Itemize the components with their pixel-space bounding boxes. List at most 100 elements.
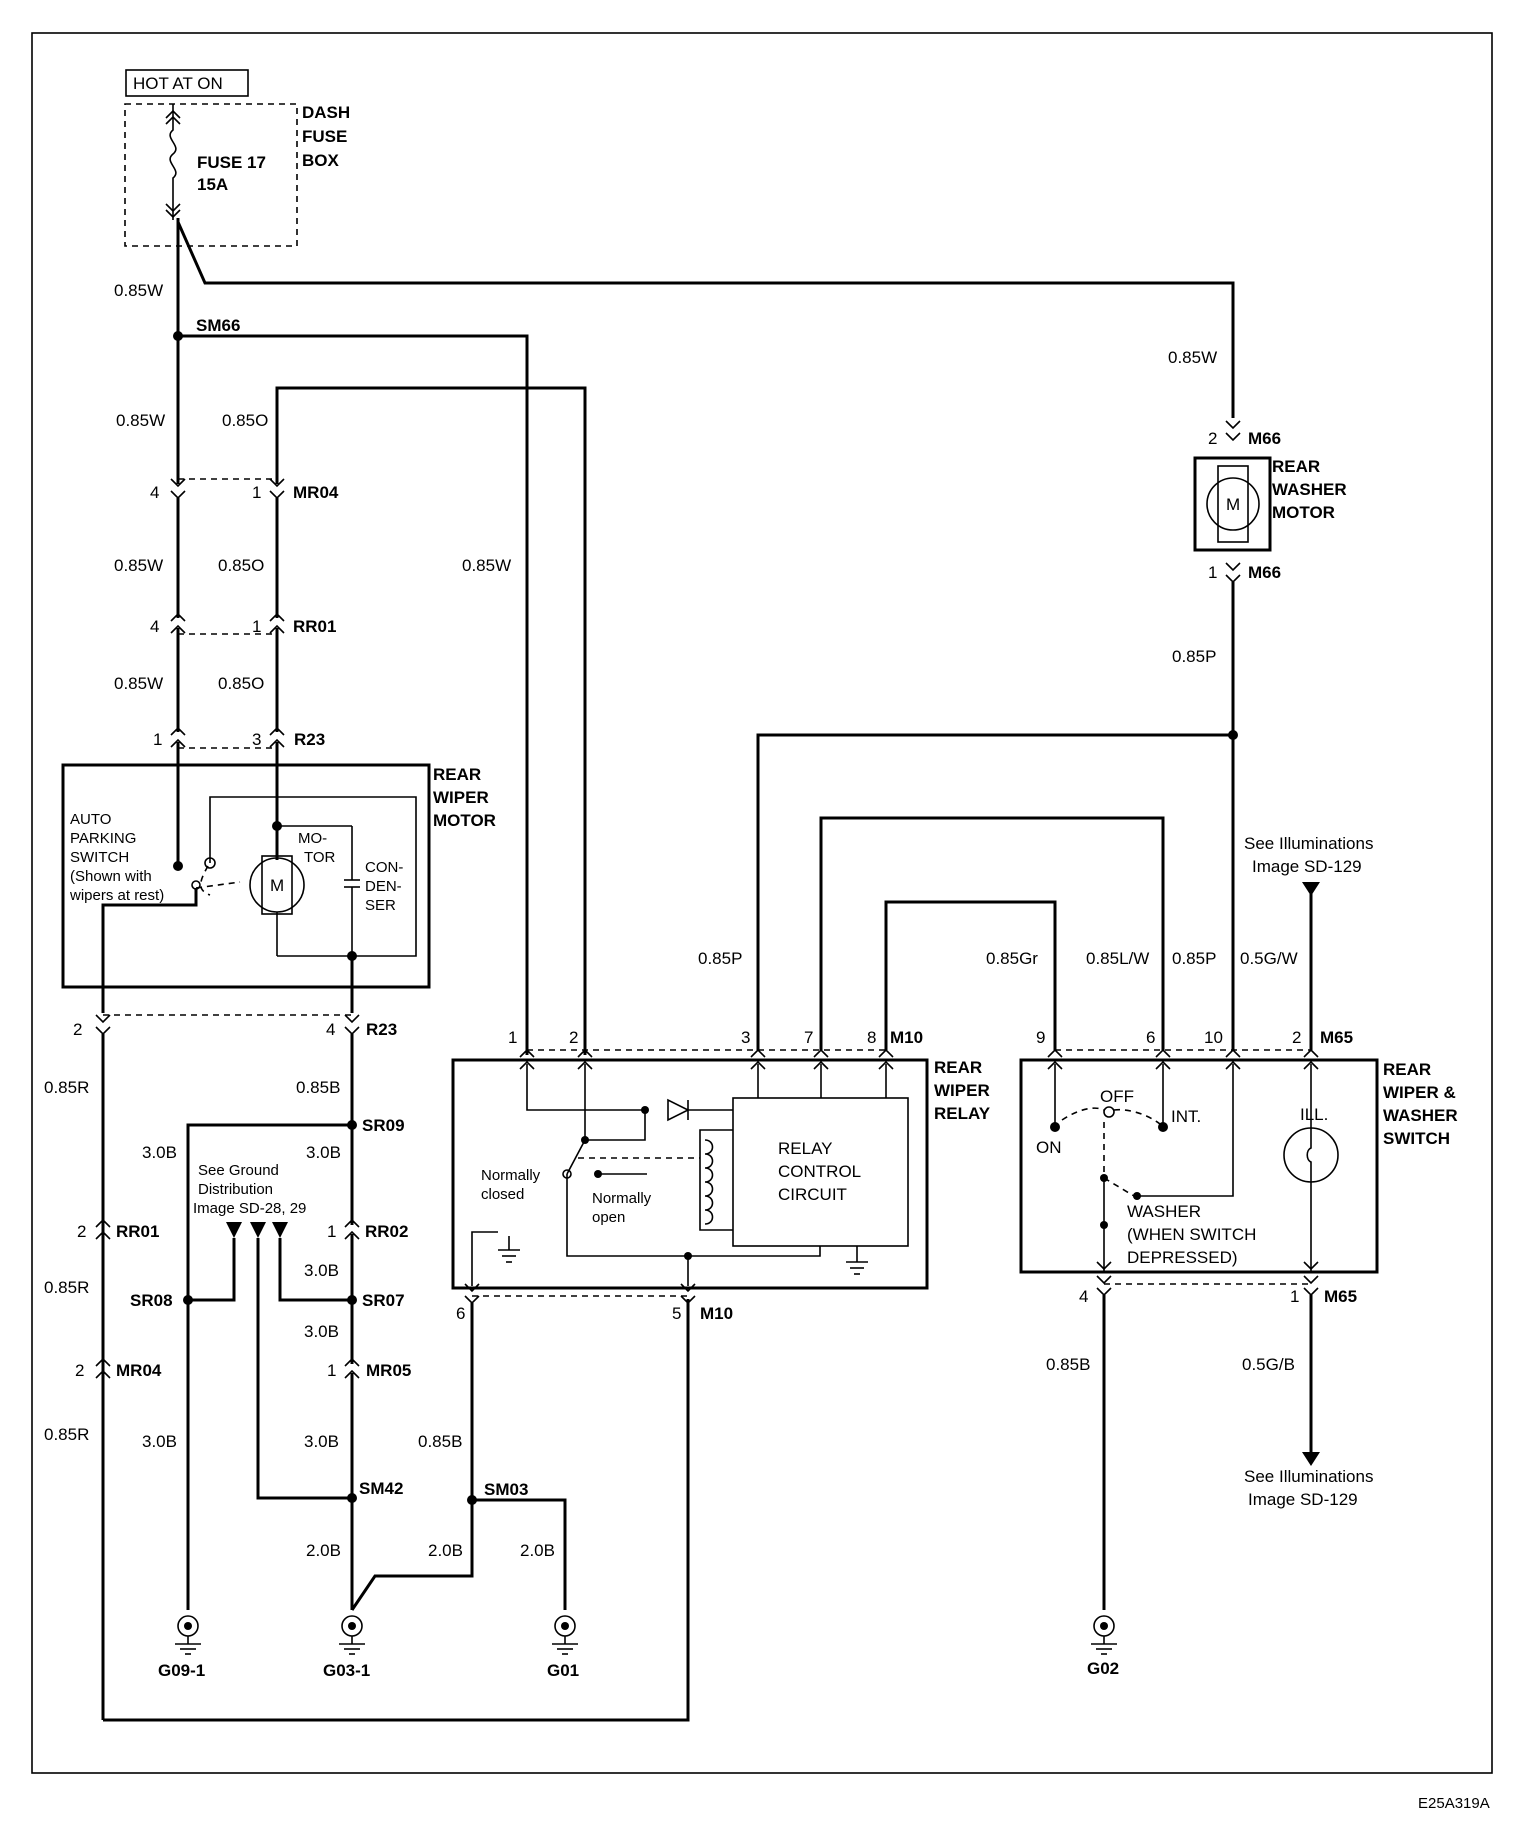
r23b-pin-2: 2 bbox=[73, 1020, 82, 1039]
relay-control-label-3: CIRCUIT bbox=[778, 1185, 847, 1204]
rear-washer-motor-box bbox=[1193, 456, 1272, 552]
connector-m10-bottom: M10 bbox=[700, 1304, 733, 1323]
relay-chassis-ground-icon bbox=[846, 1246, 868, 1275]
rear-washer-motor-label-3: MOTOR bbox=[1272, 503, 1335, 522]
mr05-pin-1: 1 bbox=[327, 1361, 336, 1380]
mr04-pin-1: 1 bbox=[252, 483, 261, 502]
illum-input-arrow bbox=[1302, 882, 1320, 896]
wire-label-085W-washer: 0.85W bbox=[1168, 348, 1217, 367]
rear-washer-motor-label-2: WASHER bbox=[1272, 480, 1347, 499]
auto-parking-label-5: wipers at rest) bbox=[69, 887, 164, 904]
dash-fuse-box bbox=[124, 103, 298, 247]
wire-label-085B-c: 0.85B bbox=[1046, 1355, 1090, 1374]
wire-label-085Gr: 0.85Gr bbox=[986, 949, 1038, 968]
m10-pin-6: 6 bbox=[456, 1304, 465, 1323]
m10-pin-5: 5 bbox=[672, 1304, 681, 1323]
wire-label-085P-relay3: 0.85P bbox=[698, 949, 742, 968]
switch-label-4: SWITCH bbox=[1383, 1129, 1450, 1148]
wire-label-30B-e: 3.0B bbox=[142, 1432, 177, 1451]
hot-at-on-label: HOT AT ON bbox=[133, 74, 223, 93]
auto-parking-label-2: PARKING bbox=[70, 830, 136, 847]
hot-at-on-box bbox=[125, 69, 249, 97]
illum-ref-top-1: See Illuminations bbox=[1244, 834, 1373, 853]
connector-mr05: MR05 bbox=[366, 1361, 411, 1380]
wire-label-085O-c: 0.85O bbox=[218, 674, 264, 693]
connector-rr01-b: RR01 bbox=[116, 1222, 159, 1241]
wire-label-085LW: 0.85L/W bbox=[1086, 949, 1149, 968]
m65-pin-10: 10 bbox=[1204, 1028, 1223, 1047]
dash-fuse-box-label-1: DASH bbox=[302, 103, 350, 122]
ground-g03-label: G03-1 bbox=[323, 1661, 370, 1680]
connector-m66-top: M66 bbox=[1248, 429, 1281, 448]
ground-dist-ref-1: See Ground bbox=[198, 1162, 279, 1179]
condenser-icon bbox=[344, 826, 360, 956]
connector-rr01: RR01 bbox=[293, 617, 336, 636]
m65-pin-1: 1 bbox=[1290, 1287, 1299, 1306]
rear-wiper-washer-switch-box bbox=[1019, 1058, 1379, 1274]
wire-label-085R-a: 0.85R bbox=[44, 1078, 89, 1097]
normally-open-label-1: Normally bbox=[592, 1190, 652, 1207]
m65-pin-9: 9 bbox=[1036, 1028, 1045, 1047]
normally-open-label-2: open bbox=[592, 1209, 625, 1226]
m10-pin-1: 1 bbox=[508, 1028, 517, 1047]
connector-mr04: MR04 bbox=[293, 483, 339, 502]
r23b-pin-4: 4 bbox=[326, 1020, 335, 1039]
motor-label-1: MO- bbox=[298, 830, 327, 847]
motor-label-2: TOR bbox=[304, 849, 336, 866]
wire-label-085O-b: 0.85O bbox=[218, 556, 264, 575]
connector-r23-top: R23 bbox=[294, 730, 325, 749]
wire-label-085R-c: 0.85R bbox=[44, 1425, 89, 1444]
m10-pin-8: 8 bbox=[867, 1028, 876, 1047]
fuse-15a-label: 15A bbox=[197, 175, 228, 194]
parking-switch-contact-a bbox=[173, 861, 183, 871]
wire-label-085W-relay: 0.85W bbox=[462, 556, 511, 575]
m66-pin-1: 1 bbox=[1208, 563, 1217, 582]
switch-off-label: OFF bbox=[1100, 1087, 1134, 1106]
switch-washer-label-3: DEPRESSED) bbox=[1127, 1248, 1238, 1267]
ground-distribution-arrows bbox=[226, 1222, 288, 1238]
splice-sr08-label: SR08 bbox=[130, 1291, 173, 1310]
illum-ref-bot-1: See Illuminations bbox=[1244, 1467, 1373, 1486]
m10-pin-7: 7 bbox=[804, 1028, 813, 1047]
m10-pin-2: 2 bbox=[569, 1028, 578, 1047]
r23-pin-3: 3 bbox=[252, 730, 261, 749]
dash-fuse-box-label-3: BOX bbox=[302, 151, 340, 170]
relay-coil-icon bbox=[699, 1129, 733, 1231]
rr01b-pin-2: 2 bbox=[77, 1222, 86, 1241]
wire-label-20B-b: 2.0B bbox=[428, 1541, 463, 1560]
rear-wiper-relay-label-1: REAR bbox=[934, 1058, 982, 1077]
condenser-label-1: CON- bbox=[365, 859, 403, 876]
wiper-motor-symbol: M bbox=[270, 876, 284, 895]
ground-g09-label: G09-1 bbox=[158, 1661, 205, 1680]
wire-label-085O-a: 0.85O bbox=[222, 411, 268, 430]
m65-pin-4: 4 bbox=[1079, 1287, 1088, 1306]
rear-wiper-relay-label-3: RELAY bbox=[934, 1104, 991, 1123]
switch-washer-label-2: (WHEN SWITCH bbox=[1127, 1225, 1256, 1244]
ground-dist-ref-3: Image SD-28, 29 bbox=[193, 1200, 306, 1217]
illum-ref-top-2: Image SD-129 bbox=[1252, 857, 1362, 876]
m65-pin-6: 6 bbox=[1146, 1028, 1155, 1047]
switch-label-2: WIPER & bbox=[1383, 1083, 1456, 1102]
connector-m66-bottom: M66 bbox=[1248, 563, 1281, 582]
auto-parking-label-3: SWITCH bbox=[70, 849, 129, 866]
rear-wiper-motor-label-2: WIPER bbox=[433, 788, 489, 807]
splice-sr09-label: SR09 bbox=[362, 1116, 405, 1135]
rr01-pin-4: 4 bbox=[150, 617, 159, 636]
wiper-motor-icon: M bbox=[249, 855, 305, 915]
r23-pin-1: 1 bbox=[153, 730, 162, 749]
rr01-pin-1: 1 bbox=[252, 617, 261, 636]
switch-label-1: REAR bbox=[1383, 1060, 1431, 1079]
wire-label-30B-f: 3.0B bbox=[304, 1432, 339, 1451]
fuse-17-label: FUSE 17 bbox=[197, 153, 266, 172]
switch-ill-label: ILL. bbox=[1300, 1105, 1328, 1124]
connector-r23-bottom: R23 bbox=[366, 1020, 397, 1039]
wire-label-085P-washer: 0.85P bbox=[1172, 647, 1216, 666]
washer-motor-icon: M bbox=[1206, 465, 1260, 543]
rear-wiper-motor-label-1: REAR bbox=[433, 765, 481, 784]
ground-g02-label: G02 bbox=[1087, 1659, 1119, 1678]
rear-wiper-relay-label-2: WIPER bbox=[934, 1081, 990, 1100]
page-frame bbox=[31, 32, 1493, 1774]
switch-off-contact bbox=[1103, 1106, 1115, 1118]
mr04-pin-4: 4 bbox=[150, 483, 159, 502]
